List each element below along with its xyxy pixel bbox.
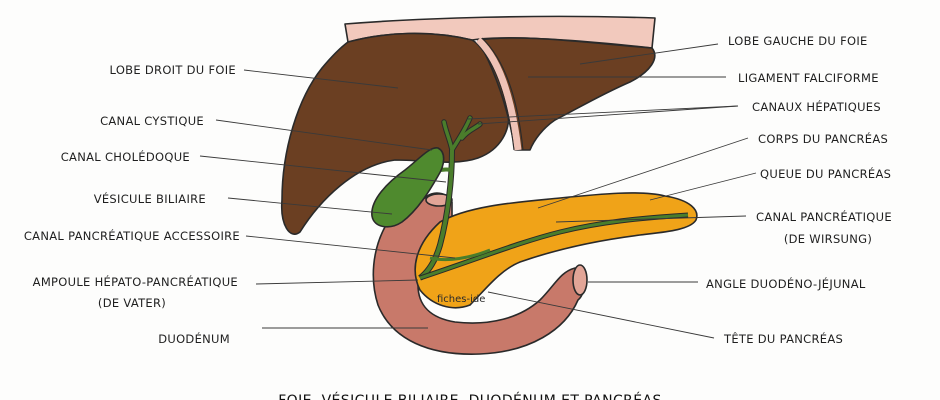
leader-canaux-1 [477,105,739,125]
label-corps-pancreas: CORPS DU PANCRÉAS [758,131,888,146]
label-vesicule: VÉSICULE BILIAIRE [94,191,206,206]
ligament-falciforme [475,37,522,151]
gallbladder-body [371,147,445,228]
label-canal-cystique: CANAL CYSTIQUE [100,114,204,128]
label-canal-wirsung-line2: (DE WIRSUNG) [784,232,872,246]
leader-lines [199,43,757,339]
label-duodenum: DUODÉNUM [158,331,230,346]
label-angle-duodeno: ANGLE DUODÉNO-JÉJUNAL [706,276,866,291]
label-queue-pancreas: QUEUE DU PANCRÉAS [760,166,891,181]
label-lobe-droit: LOBE DROIT DU FOIE [110,63,236,77]
right-labels: LOBE GAUCHE DU FOIE LIGAMENT FALCIFORME … [706,34,892,346]
leader-lobe-gauche [579,43,719,65]
label-tete-pancreas: TÊTE DU PANCRÉAS [723,331,843,346]
leader-canal-cystique [215,119,433,151]
leader-corps [537,137,749,209]
label-lobe-gauche: LOBE GAUCHE DU FOIE [728,34,868,48]
leader-canaux-2 [467,105,739,120]
label-canal-accessoire: CANAL PANCRÉATIQUE ACCESSOIRE [24,228,240,243]
duodeno-jejunal-opening [572,264,588,296]
canal-choledoque-fill [418,149,454,280]
leader-canal-accessoire [245,235,456,259]
canal-pancreatique-wirsung-fill [419,213,689,280]
liver [280,15,656,235]
leader-tete [487,291,715,339]
leader-queue [649,172,757,201]
leader-ampoule [255,279,419,285]
diagram-title: FOIE, VÉSICULE BILIAIRE, DUODÉNUM ET PAN… [278,392,662,400]
left-labels: LOBE DROIT DU FOIE CANAL CYSTIQUE CANAL … [24,63,240,346]
label-canal-choledoque: CANAL CHOLÉDOQUE [61,149,190,164]
leader-vesicule [227,197,393,215]
leader-lobe-droit [243,69,399,89]
ligament-falciforme-outline [474,37,524,151]
label-ampoule-line1: AMPOULE HÉPATO-PANCRÉATIQUE [33,274,238,289]
leader-wirsung [555,215,747,223]
label-canal-wirsung-line1: CANAL PANCRÉATIQUE [756,209,892,224]
watermark-fiches-ide: fiches-ide [437,294,485,305]
gallbladder [371,147,445,228]
canaux-hepatiques-fill [442,116,482,152]
label-ligament: LIGAMENT FALCIFORME [738,71,879,85]
canal-pancreatique-accessoire [429,248,491,262]
label-canaux-hepatiques: CANAUX HÉPATIQUES [752,99,881,114]
label-ampoule-line2: (DE VATER) [98,296,166,310]
leader-canal-choledoque [199,155,447,183]
